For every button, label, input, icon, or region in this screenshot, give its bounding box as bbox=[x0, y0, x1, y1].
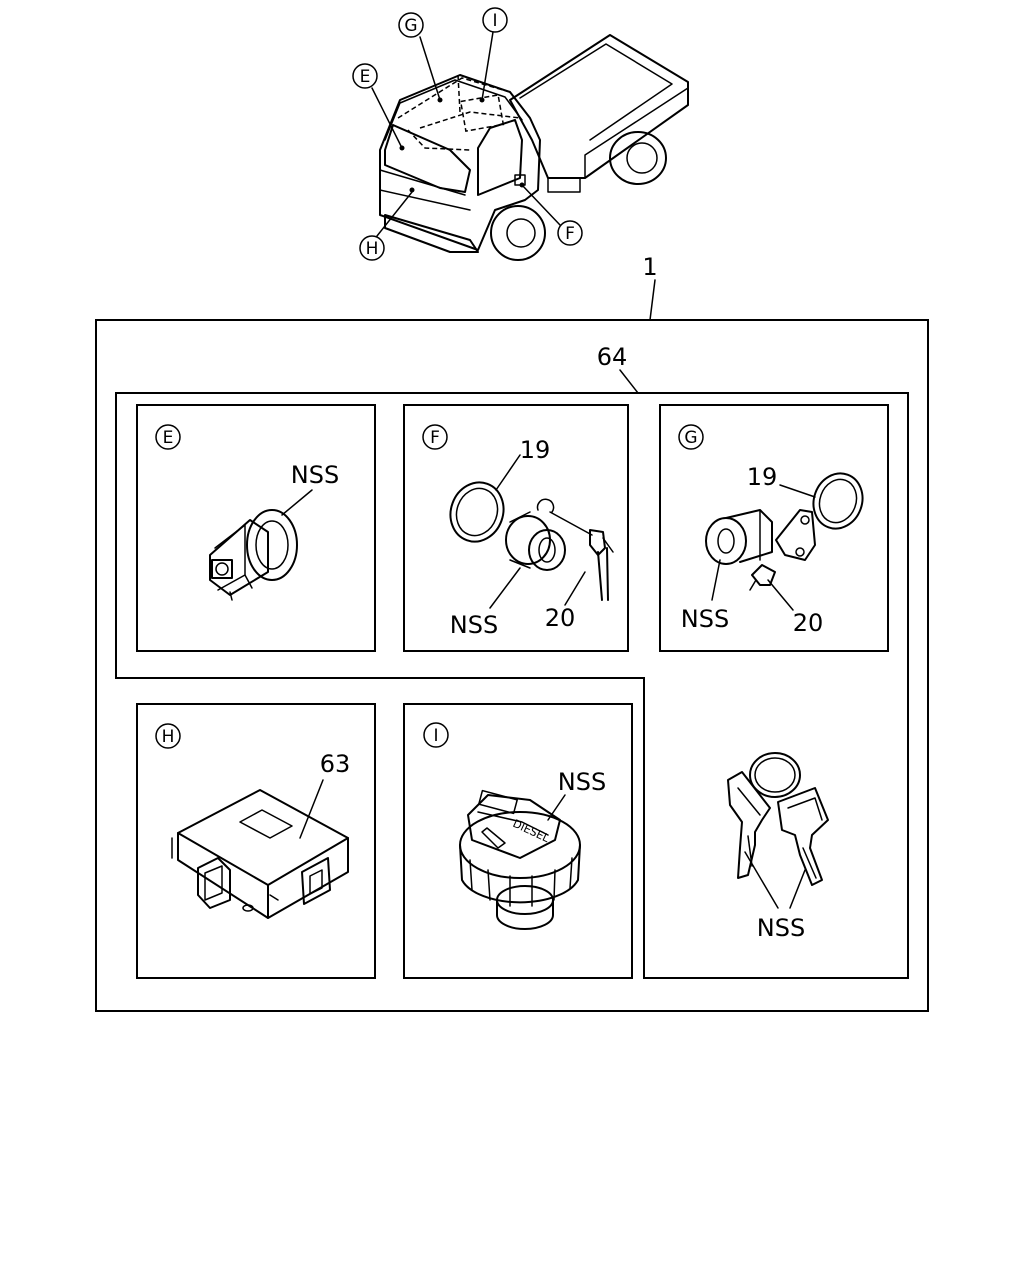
fuel-cap-illustration: DIESEL bbox=[459, 789, 581, 930]
panel-g-lever-label: 20 bbox=[793, 609, 824, 637]
truck-illustration: G I E F H bbox=[352, 7, 689, 261]
ignition-lock-illustration bbox=[209, 509, 298, 601]
svg-text:64: 64 bbox=[597, 343, 628, 371]
svg-text:F: F bbox=[430, 428, 440, 448]
door-lock-g-illustration bbox=[705, 472, 864, 591]
svg-text:E: E bbox=[360, 67, 371, 87]
svg-text:H: H bbox=[366, 239, 379, 259]
fuel-cap-text: DIESEL bbox=[511, 817, 552, 846]
panel-i: I NSS DIESEL bbox=[403, 703, 633, 979]
panel-f: F 19 NSS 20 bbox=[403, 404, 629, 652]
panel-g-lock-label: NSS bbox=[681, 605, 729, 633]
svg-text:E: E bbox=[163, 428, 174, 448]
kit-label: 64 bbox=[597, 343, 639, 394]
keys-area: NSS bbox=[727, 752, 829, 942]
svg-text:F: F bbox=[565, 224, 575, 244]
truck-callout-h: H bbox=[359, 235, 385, 261]
door-lock-f-illustration bbox=[449, 481, 614, 601]
truck-callout-g: G bbox=[398, 12, 424, 38]
panel-f-ring-label: 19 bbox=[520, 436, 551, 464]
svg-text:I: I bbox=[433, 726, 438, 746]
truck-callout-i: I bbox=[482, 7, 508, 33]
panel-e-part-label: NSS bbox=[291, 461, 339, 489]
keys-illustration bbox=[727, 752, 829, 886]
control-unit-illustration bbox=[171, 789, 349, 919]
panel-g: G 19 NSS 20 bbox=[659, 404, 889, 652]
panel-g-ring-label: 19 bbox=[747, 463, 778, 491]
kit-frame bbox=[115, 392, 909, 979]
svg-text:H: H bbox=[162, 727, 175, 747]
panel-e: E NSS bbox=[136, 404, 376, 652]
panel-f-lever-label: 20 bbox=[545, 604, 576, 632]
svg-text:G: G bbox=[404, 16, 417, 36]
assembly-label: 1 bbox=[642, 253, 658, 321]
panel-h: H 63 bbox=[136, 703, 376, 979]
assembly-outer-frame bbox=[95, 319, 929, 1012]
svg-text:G: G bbox=[684, 428, 697, 448]
truck-callout-f: F bbox=[557, 220, 583, 246]
svg-text:1: 1 bbox=[642, 253, 657, 281]
panel-h-part-label: 63 bbox=[320, 750, 351, 778]
panel-i-part-label: NSS bbox=[558, 768, 606, 796]
panel-f-lock-label: NSS bbox=[450, 611, 498, 639]
truck-callout-e: E bbox=[352, 63, 378, 89]
keys-part-label: NSS bbox=[757, 914, 805, 942]
svg-text:I: I bbox=[492, 11, 497, 31]
